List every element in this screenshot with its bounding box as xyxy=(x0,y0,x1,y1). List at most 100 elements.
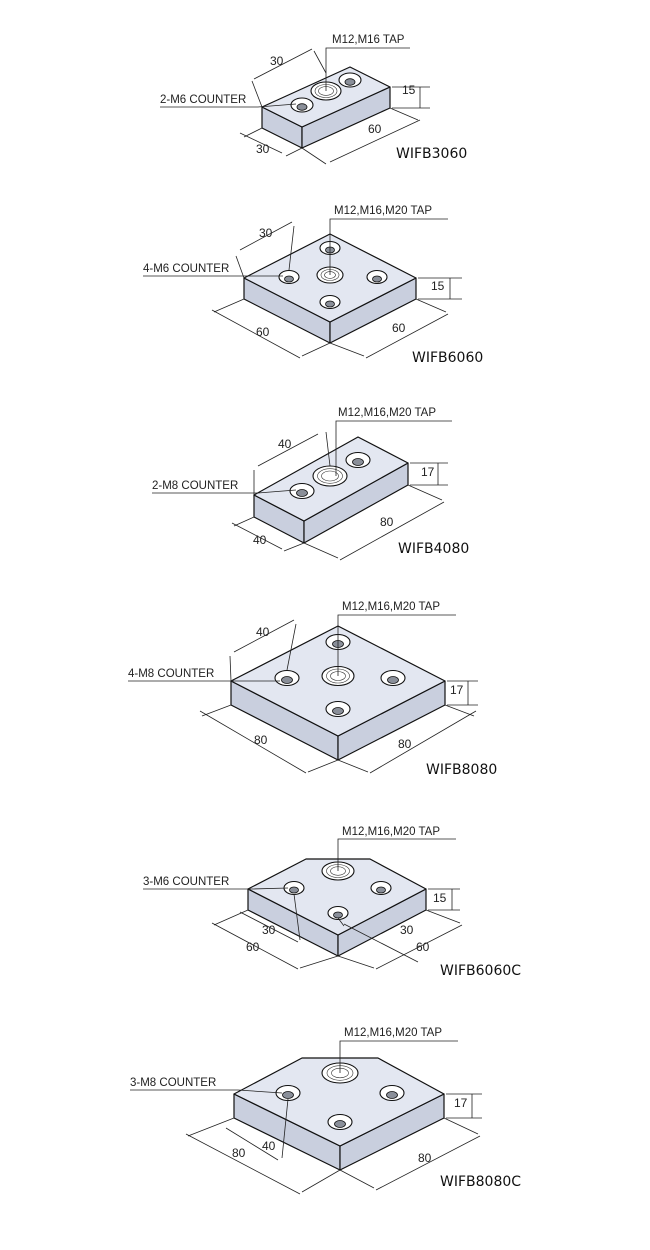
dim-top-label: 40 xyxy=(278,437,292,451)
dim-front-label: 60 xyxy=(246,940,260,954)
dim-line-thickness xyxy=(418,277,462,300)
dim-line-thickness xyxy=(447,680,478,706)
dim-line-thickness xyxy=(410,462,448,486)
dim-line-front xyxy=(211,298,331,359)
part-wifb4080: M12,M16,M20 TAP 2-M8 COUNTER 40 40 80 17… xyxy=(152,407,469,561)
tap-leader xyxy=(335,420,452,476)
counter-label: 2-M8 COUNTER xyxy=(152,480,238,492)
counter-hole xyxy=(372,275,382,283)
thickness-label: 15 xyxy=(433,891,447,905)
plate-top xyxy=(247,858,427,936)
dim-line-front xyxy=(211,909,339,970)
thickness-label: 15 xyxy=(431,279,445,293)
dim-length-label: 60 xyxy=(368,122,382,136)
counter-hole xyxy=(284,275,294,283)
part-wifb6060c: M12,M16,M20 TAP 3-M6 COUNTER 30 60 30 60… xyxy=(143,826,521,979)
counter-hole xyxy=(281,676,293,684)
counter-label: 4-M6 COUNTER xyxy=(143,263,229,275)
counter-hole xyxy=(332,707,344,715)
model-label: WIFB3060 xyxy=(396,146,467,162)
counter-label: 3-M8 COUNTER xyxy=(130,1077,216,1089)
counter-leader xyxy=(130,1089,283,1094)
dim-length-label: 80 xyxy=(380,515,394,529)
dim-front-label: 60 xyxy=(256,325,270,339)
dim-line-top xyxy=(235,221,295,279)
dim-line-thickness xyxy=(428,888,460,911)
tap-label: M12,M16,M20 TAP xyxy=(342,601,440,613)
dim-inner-left-label: 40 xyxy=(262,1139,276,1153)
dim-line-length xyxy=(303,484,445,561)
model-label: WIFB6060 xyxy=(412,350,483,366)
counter-hole xyxy=(352,458,364,466)
dim-line-length xyxy=(337,704,477,774)
counter-hole xyxy=(386,1091,398,1099)
dim-length-label: 60 xyxy=(416,940,430,954)
counter-label: 4-M8 COUNTER xyxy=(128,668,214,680)
counter-hole xyxy=(296,103,308,111)
tap-thread xyxy=(321,470,339,482)
dim-top-label: 40 xyxy=(256,625,270,639)
part-wifb8080c: M12,M16,M20 TAP 3-M8 COUNTER 80 40 80 17… xyxy=(130,1027,521,1195)
counter-hole xyxy=(296,489,308,497)
plate-top xyxy=(233,1057,445,1147)
thickness-label: 15 xyxy=(402,83,416,97)
tap-label: M12,M16 TAP xyxy=(332,34,405,46)
counter-hole xyxy=(387,676,399,684)
dim-top-label: 30 xyxy=(259,226,273,240)
dim-line-front xyxy=(231,516,305,552)
dim-line-top xyxy=(251,48,327,108)
model-label: WIFB4080 xyxy=(398,541,469,557)
dim-line-length xyxy=(301,107,421,165)
thickness-label: 17 xyxy=(421,465,435,479)
dim-line-top xyxy=(229,619,297,682)
dim-length-label: 60 xyxy=(392,321,406,335)
dim-inner-right-label: 30 xyxy=(400,923,414,937)
part-wifb3060: M12,M16 TAP 2-M6 COUNTER 30 30 60 15 WIF… xyxy=(160,34,467,165)
dim-line-length xyxy=(329,298,449,359)
tap-leader xyxy=(337,838,456,871)
dim-front-label: 40 xyxy=(253,533,267,547)
model-label: WIFB8080 xyxy=(426,762,497,778)
dim-line-thickness xyxy=(446,1093,482,1119)
dim-line-front xyxy=(199,704,339,774)
tap-thread xyxy=(317,468,343,484)
tap-label: M12,M16,M20 TAP xyxy=(338,407,436,419)
dim-line-inner-left xyxy=(239,893,301,943)
tap-leader xyxy=(325,47,410,91)
dim-line-thickness xyxy=(392,86,430,109)
model-label: WIFB6060C xyxy=(440,963,521,979)
part-wifb6060: M12,M16,M20 TAP 4-M6 COUNTER 30 60 60 15… xyxy=(143,205,483,366)
tap-label: M12,M16,M20 TAP xyxy=(342,826,440,838)
model-label: WIFB8080C xyxy=(440,1174,521,1190)
tap-label: M12,M16,M20 TAP xyxy=(344,1027,442,1039)
counter-label: 3-M6 COUNTER xyxy=(143,876,229,888)
counter-hole xyxy=(325,300,335,308)
thickness-label: 17 xyxy=(450,683,464,697)
counter-leader xyxy=(152,489,297,494)
tap-leader xyxy=(339,1040,458,1073)
dim-line-inner-left xyxy=(225,1098,289,1161)
counter-hole xyxy=(344,78,356,86)
tap-label: M12,M16,M20 TAP xyxy=(334,205,432,217)
part-wifb8080: M12,M16,M20 TAP 4-M8 COUNTER 40 80 80 17… xyxy=(128,601,497,778)
dim-front-label: 30 xyxy=(256,142,270,156)
dim-line-front xyxy=(239,127,303,157)
thickness-label: 17 xyxy=(454,1096,468,1110)
dim-line-inner-right xyxy=(337,917,419,963)
dim-top-label: 30 xyxy=(270,54,284,68)
counter-leader xyxy=(160,103,297,108)
dim-length-label: 80 xyxy=(398,737,412,751)
tap-leader xyxy=(337,614,456,676)
dim-front-label: 80 xyxy=(232,1146,246,1160)
counter-hole xyxy=(333,911,343,919)
dim-line-front xyxy=(185,1117,341,1195)
counter-hole xyxy=(289,886,299,894)
dim-line-length xyxy=(339,1117,481,1191)
counter-leader xyxy=(143,887,289,890)
dim-front-label: 80 xyxy=(254,733,268,747)
counter-hole xyxy=(334,1120,346,1128)
dim-line-top xyxy=(253,431,331,495)
counter-hole xyxy=(282,1091,294,1099)
dim-length-label: 80 xyxy=(418,1151,432,1165)
